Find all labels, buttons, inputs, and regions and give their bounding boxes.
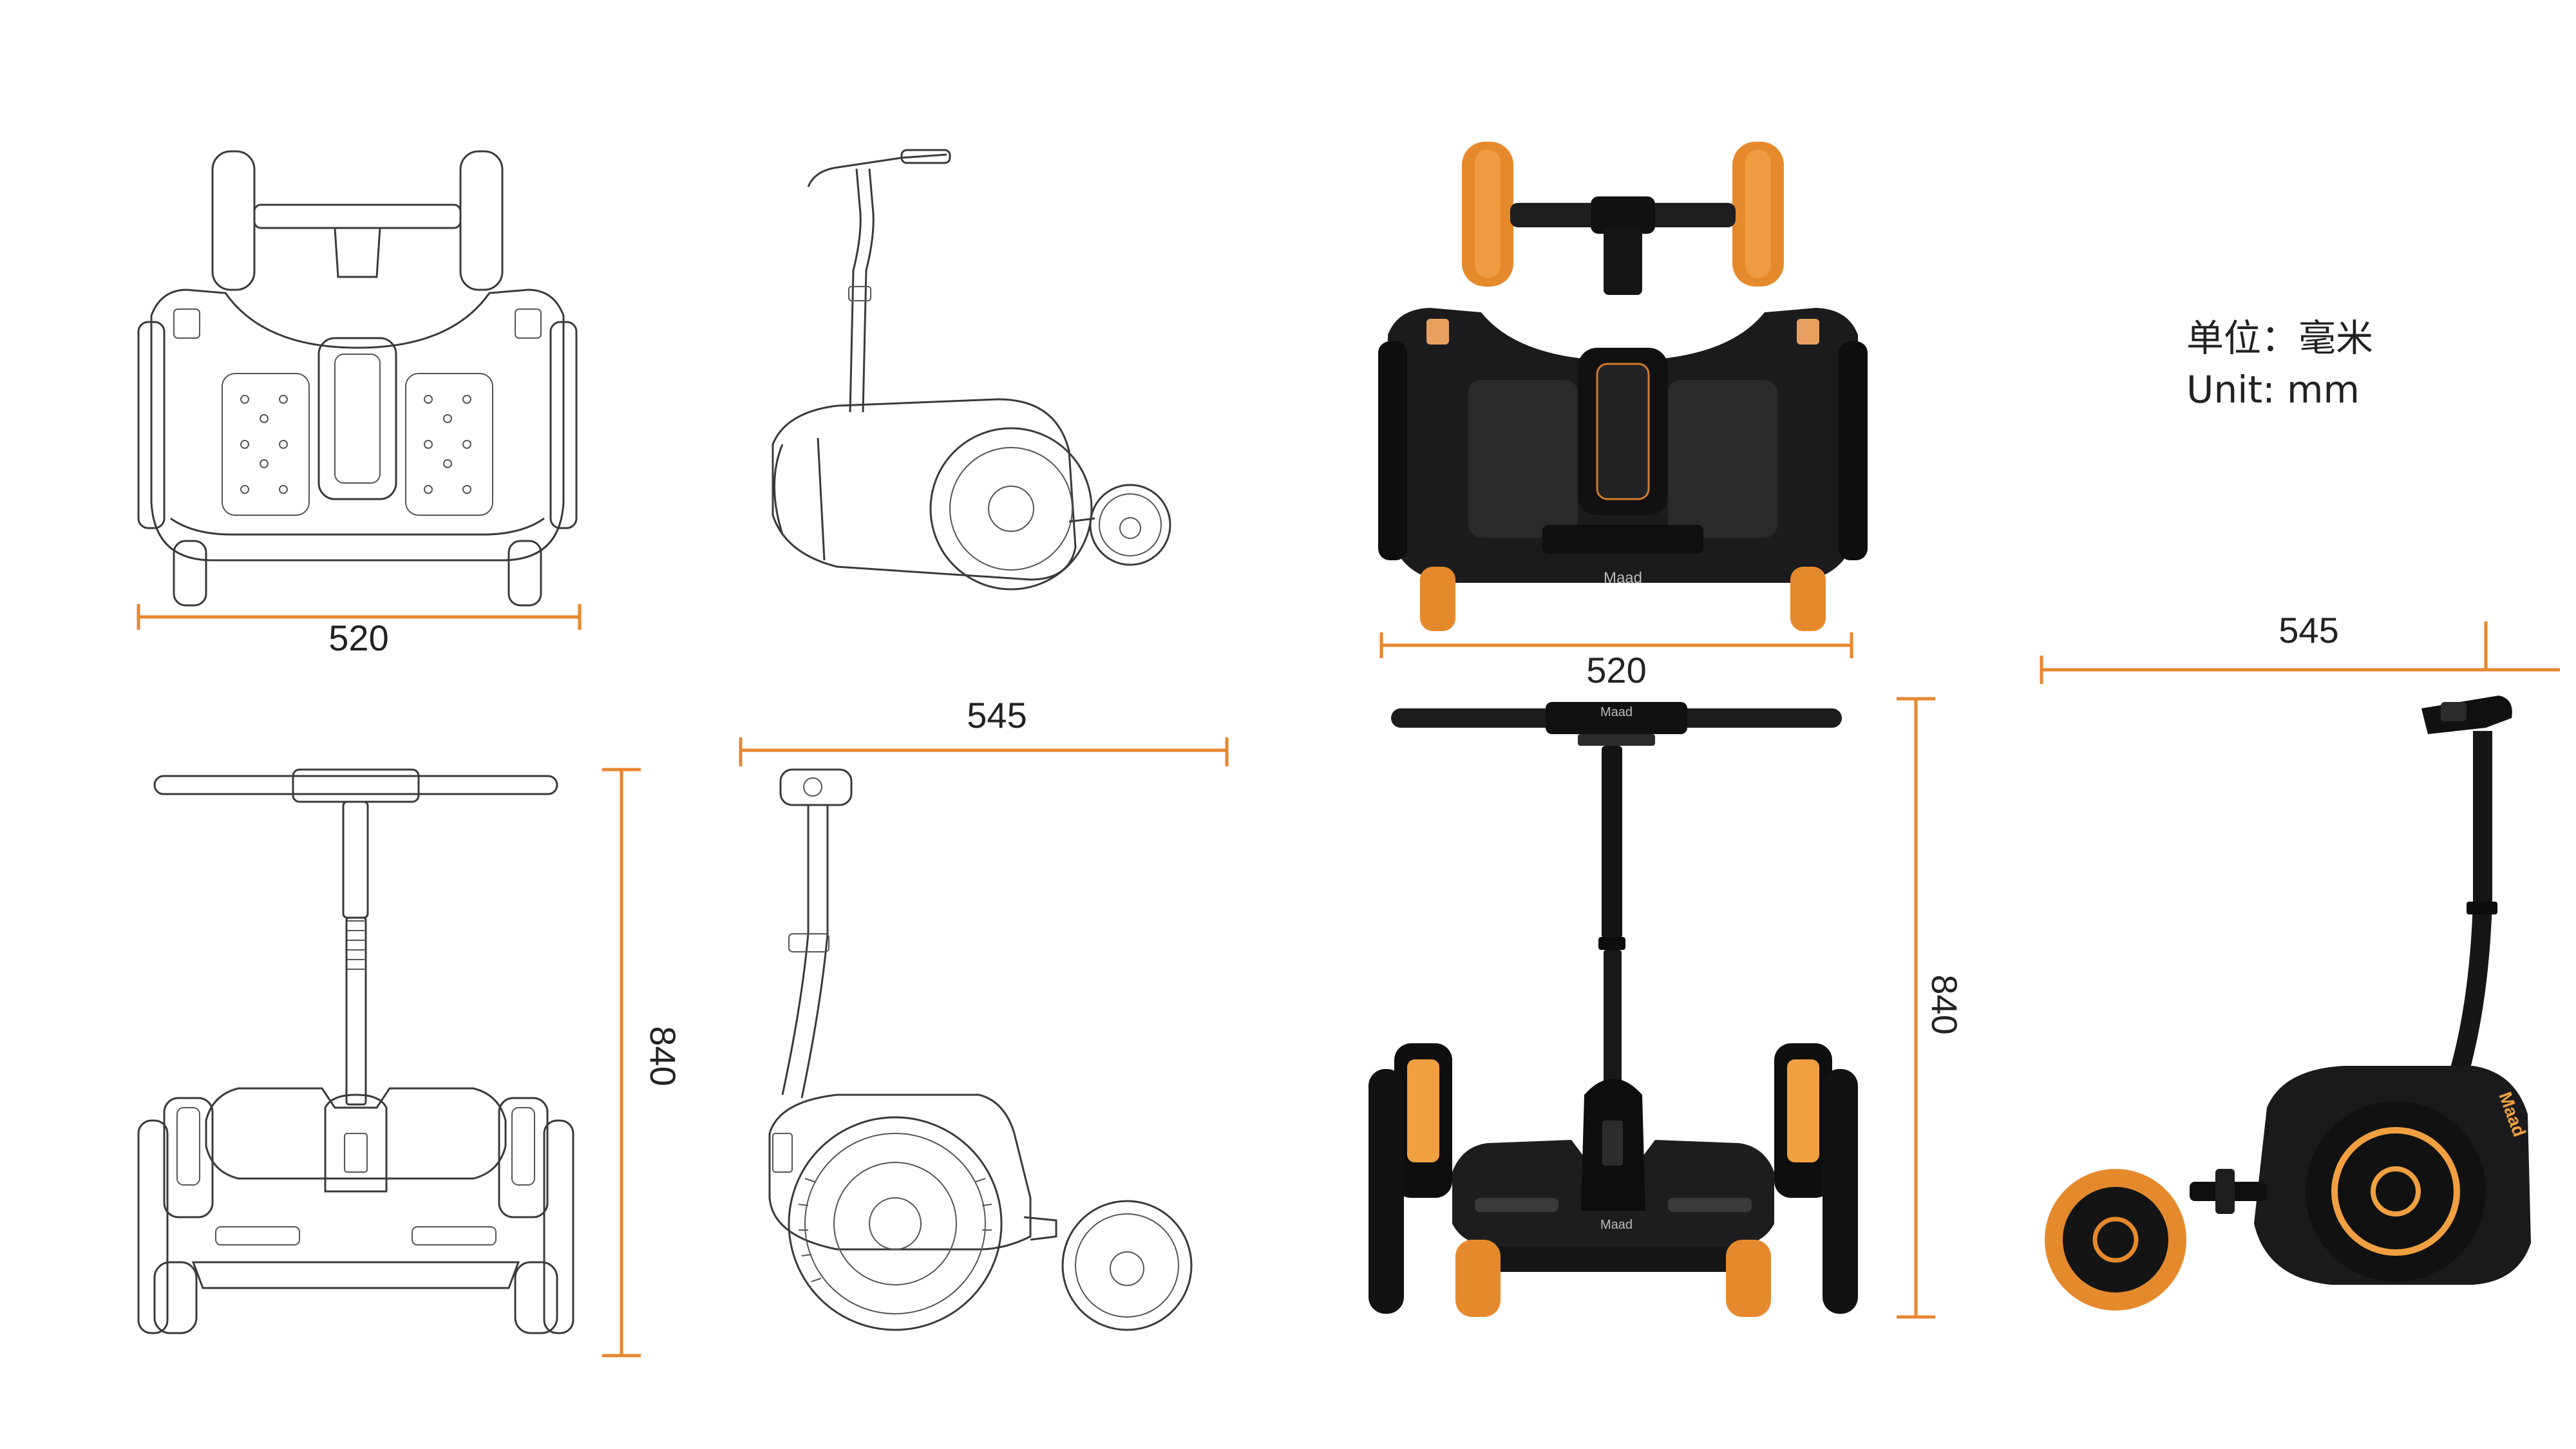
brand-label: Maad <box>1600 1218 1633 1232</box>
render-side-view: Maad <box>2045 696 2531 1311</box>
dimension-sketch-top-width: 520 <box>137 604 582 658</box>
sketch-front-view <box>137 768 574 1334</box>
brand-label: Maad <box>1600 705 1633 719</box>
dimension-label: 840 <box>1924 974 1965 1034</box>
unit-label-cn: 单位：毫米 <box>2186 316 2373 360</box>
dimension-render-front-height: 840 <box>1897 697 1965 1319</box>
dimension-label: 545 <box>2278 610 2338 650</box>
unit-label-en: Unit: mm <box>2186 368 2360 412</box>
sketch-top-view <box>137 150 578 607</box>
dimension-sketch-front-height: 840 <box>602 768 683 1358</box>
dimension-sketch-side-length: 545 <box>739 695 1229 766</box>
render-front-view: Maad Maad <box>1368 702 1858 1317</box>
sketch-perspective-view <box>772 149 1171 591</box>
dimension-render-top-width: 520 <box>1379 632 1853 690</box>
dimension-render-side-length: 545 <box>2040 610 2560 684</box>
dimension-label: 840 <box>643 1026 683 1086</box>
dimension-label: 520 <box>328 618 388 658</box>
dimension-label: 545 <box>967 695 1027 735</box>
render-top-view: Maad <box>1378 142 1868 631</box>
dimension-label: 520 <box>1586 650 1646 690</box>
sketch-side-view <box>768 768 1193 1331</box>
brand-label: Maad <box>1604 569 1642 587</box>
units-legend: 单位：毫米 Unit: mm <box>2186 316 2373 412</box>
